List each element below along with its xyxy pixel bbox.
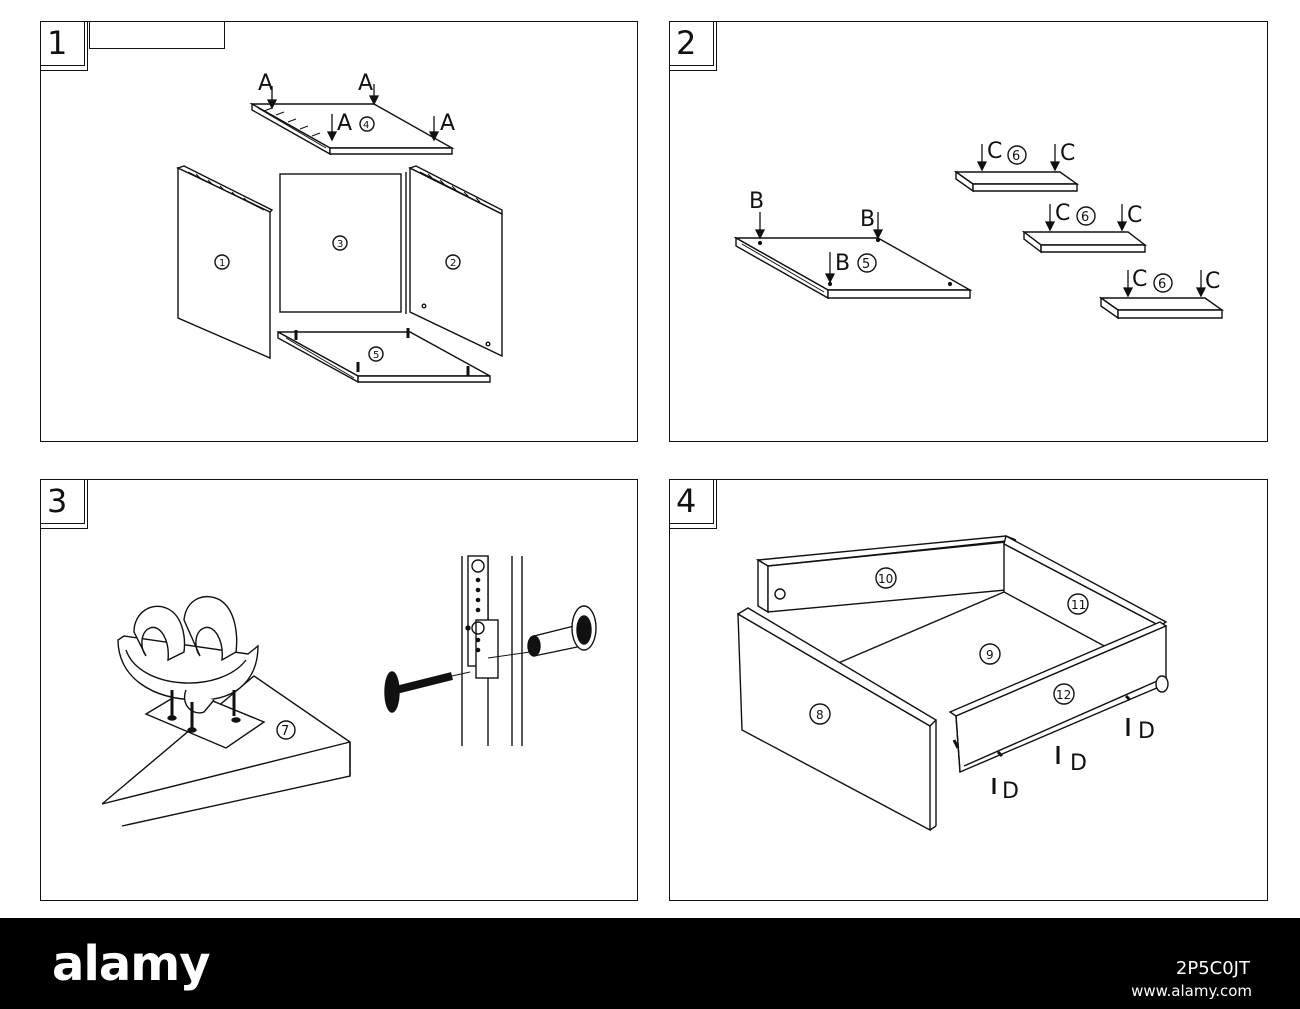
- part-8-number: 8: [816, 708, 824, 722]
- label-c-4: C: [1127, 203, 1142, 228]
- step-3-drawing: 7: [101, 555, 597, 827]
- label-b-1: B: [749, 189, 764, 214]
- caster-wheel-2: [183, 595, 238, 662]
- label-a-3: A: [337, 111, 352, 136]
- caster-wheel-1: [133, 605, 186, 662]
- bolt: [395, 672, 453, 694]
- label-b-2: B: [860, 207, 875, 232]
- part-3-number: 3: [337, 239, 343, 250]
- part-11-number: 11: [1071, 598, 1086, 612]
- step-1-drawing: A A A A 4 1 3 2 5: [176, 71, 503, 384]
- step-2-panel: 2: [669, 21, 1268, 442]
- label-c-2: C: [1060, 141, 1075, 166]
- step-1-number-box: 1: [40, 21, 88, 71]
- step-3-number: 3: [47, 482, 68, 520]
- step-4-number-box: 4: [669, 479, 717, 529]
- step-4-number: 4: [676, 482, 697, 520]
- label-d-2: D: [1070, 751, 1087, 776]
- label-a-1: A: [258, 71, 273, 96]
- label-c-6: C: [1205, 269, 1220, 294]
- part-6-number-c: 6: [1158, 277, 1166, 292]
- part-6-number-a: 6: [1012, 149, 1020, 164]
- footer-url: www.alamy.com: [1131, 982, 1252, 1000]
- label-d-1: D: [1002, 779, 1019, 804]
- part-12-number: 12: [1056, 688, 1071, 702]
- image-id: 2P5C0JT: [1175, 958, 1250, 979]
- part-9-number: 9: [986, 648, 994, 662]
- step-1-title-tab: [89, 21, 225, 49]
- part-10-number: 10: [878, 572, 893, 586]
- step-2-number: 2: [676, 24, 697, 62]
- label-b-3: B: [835, 251, 850, 276]
- footer-bar: alamy 2P5C0JT www.alamy.com: [0, 918, 1300, 1009]
- step-1-number: 1: [47, 24, 68, 62]
- step-4-drawing: 10 11 9 8 12 D D D: [736, 534, 1169, 832]
- step-3-panel: 3: [40, 479, 638, 901]
- label-d-3: D: [1138, 719, 1155, 744]
- step-3-number-box: 3: [40, 479, 88, 529]
- panel-3-back: [279, 173, 402, 313]
- label-c-3: C: [1055, 201, 1070, 226]
- label-a-4: A: [440, 111, 455, 136]
- part-6-number-b: 6: [1081, 210, 1089, 225]
- label-c-1: C: [987, 139, 1002, 164]
- part-7-number: 7: [281, 724, 289, 739]
- part-5-number: 5: [373, 350, 379, 361]
- alamy-logo: alamy: [52, 936, 211, 992]
- step-2-drawing: B B B 5 C C C C C C 6 6 6: [733, 139, 1225, 320]
- part-4-number: 4: [363, 120, 369, 131]
- part-2-number: 2: [450, 258, 456, 269]
- part-5-number-shelf: 5: [862, 257, 870, 272]
- instruction-sheet: 1: [40, 21, 1268, 901]
- step-2-number-box: 2: [669, 21, 717, 71]
- label-a-2: A: [358, 71, 373, 96]
- part-1-number: 1: [219, 258, 225, 269]
- label-c-5: C: [1132, 267, 1147, 292]
- drawer-front-panel: [737, 612, 931, 832]
